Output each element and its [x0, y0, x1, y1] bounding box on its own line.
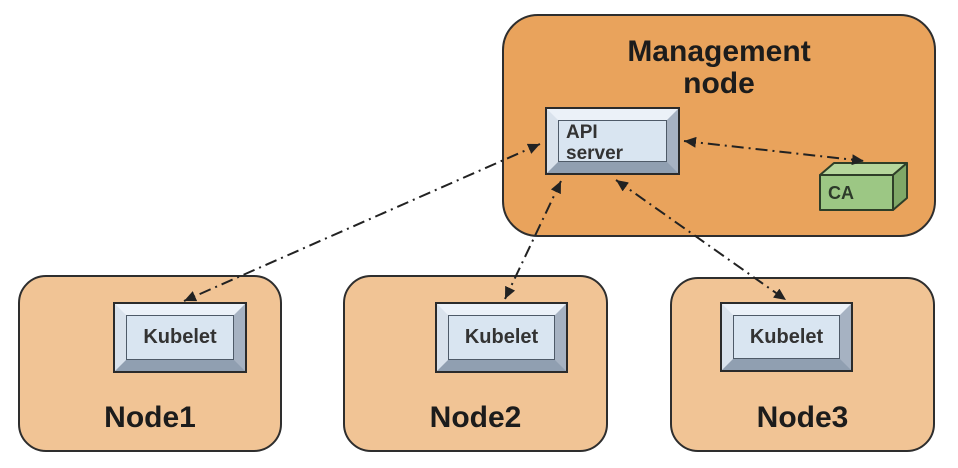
ca-label: CA	[828, 182, 854, 203]
kubelet3-box: Kubelet	[720, 302, 853, 372]
kubelet3-bevel: Kubelet	[722, 304, 851, 370]
kubelet2-bevel: Kubelet	[437, 304, 566, 371]
api-server-box: API server	[545, 107, 680, 175]
api-server-bevel: API server	[547, 109, 678, 173]
kubelet2-box: Kubelet	[435, 302, 568, 373]
node3-label: Node3	[756, 401, 849, 434]
kubelet1-label: Kubelet	[126, 315, 234, 360]
management-node-label: Management node	[627, 35, 811, 100]
api-server-label: API server	[558, 120, 667, 164]
node1-label: Node1	[104, 401, 196, 434]
kubelet1-box: Kubelet	[113, 302, 247, 373]
node2-label: Node2	[429, 401, 522, 434]
kubelet2-label: Kubelet	[448, 315, 555, 360]
kubelet1-bevel: Kubelet	[115, 304, 245, 371]
kubelet3-label: Kubelet	[733, 315, 840, 359]
